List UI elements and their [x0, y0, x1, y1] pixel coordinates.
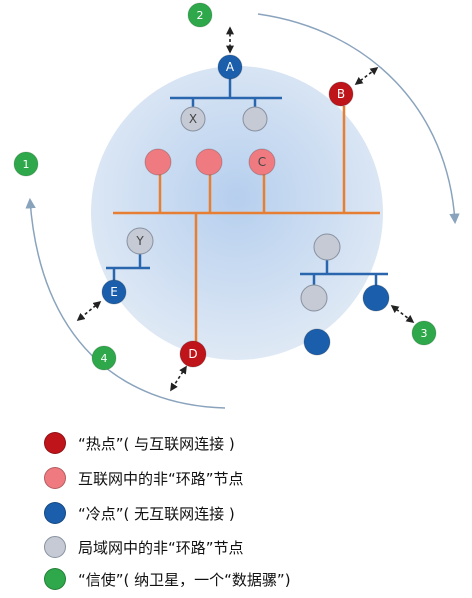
lan-node-gray	[300, 284, 328, 312]
satellite-2-label: 2	[197, 9, 204, 22]
internet-node-pink	[144, 148, 172, 176]
satellite-3: 3	[411, 320, 437, 346]
node-X-label: X	[189, 112, 197, 126]
node-Y: Y	[126, 227, 154, 255]
node-C: C	[248, 148, 276, 176]
orbit-arc-right	[257, 13, 460, 225]
cold-node	[303, 328, 331, 356]
node-A-label: A	[226, 60, 235, 74]
lan-node-gray	[313, 233, 341, 261]
satellite-4-label: 4	[101, 352, 108, 365]
internet-node-pink	[195, 148, 223, 176]
satellite-1-label: 1	[23, 158, 30, 171]
satellite-4: 4	[91, 345, 117, 371]
node-E: E	[101, 279, 127, 305]
cold-node	[362, 284, 390, 312]
node-Y-label: Y	[135, 234, 144, 248]
local-networks	[106, 76, 388, 286]
node-A: A	[217, 54, 243, 80]
node-B-label: B	[337, 87, 345, 101]
node-D: D	[179, 340, 207, 368]
satellite-1: 1	[13, 151, 39, 177]
satellite-3-label: 3	[421, 327, 428, 340]
internet-backbone	[113, 106, 380, 344]
node-C-label: C	[258, 155, 266, 169]
node-E-label: E	[110, 285, 118, 299]
node-X: X	[180, 106, 206, 132]
node-D-label: D	[188, 347, 197, 361]
satellite-2: 2	[187, 2, 213, 28]
lan-node-gray	[242, 106, 268, 132]
node-B: B	[328, 81, 354, 107]
orbit-arc-left	[25, 197, 226, 409]
satellite-links	[76, 26, 415, 392]
